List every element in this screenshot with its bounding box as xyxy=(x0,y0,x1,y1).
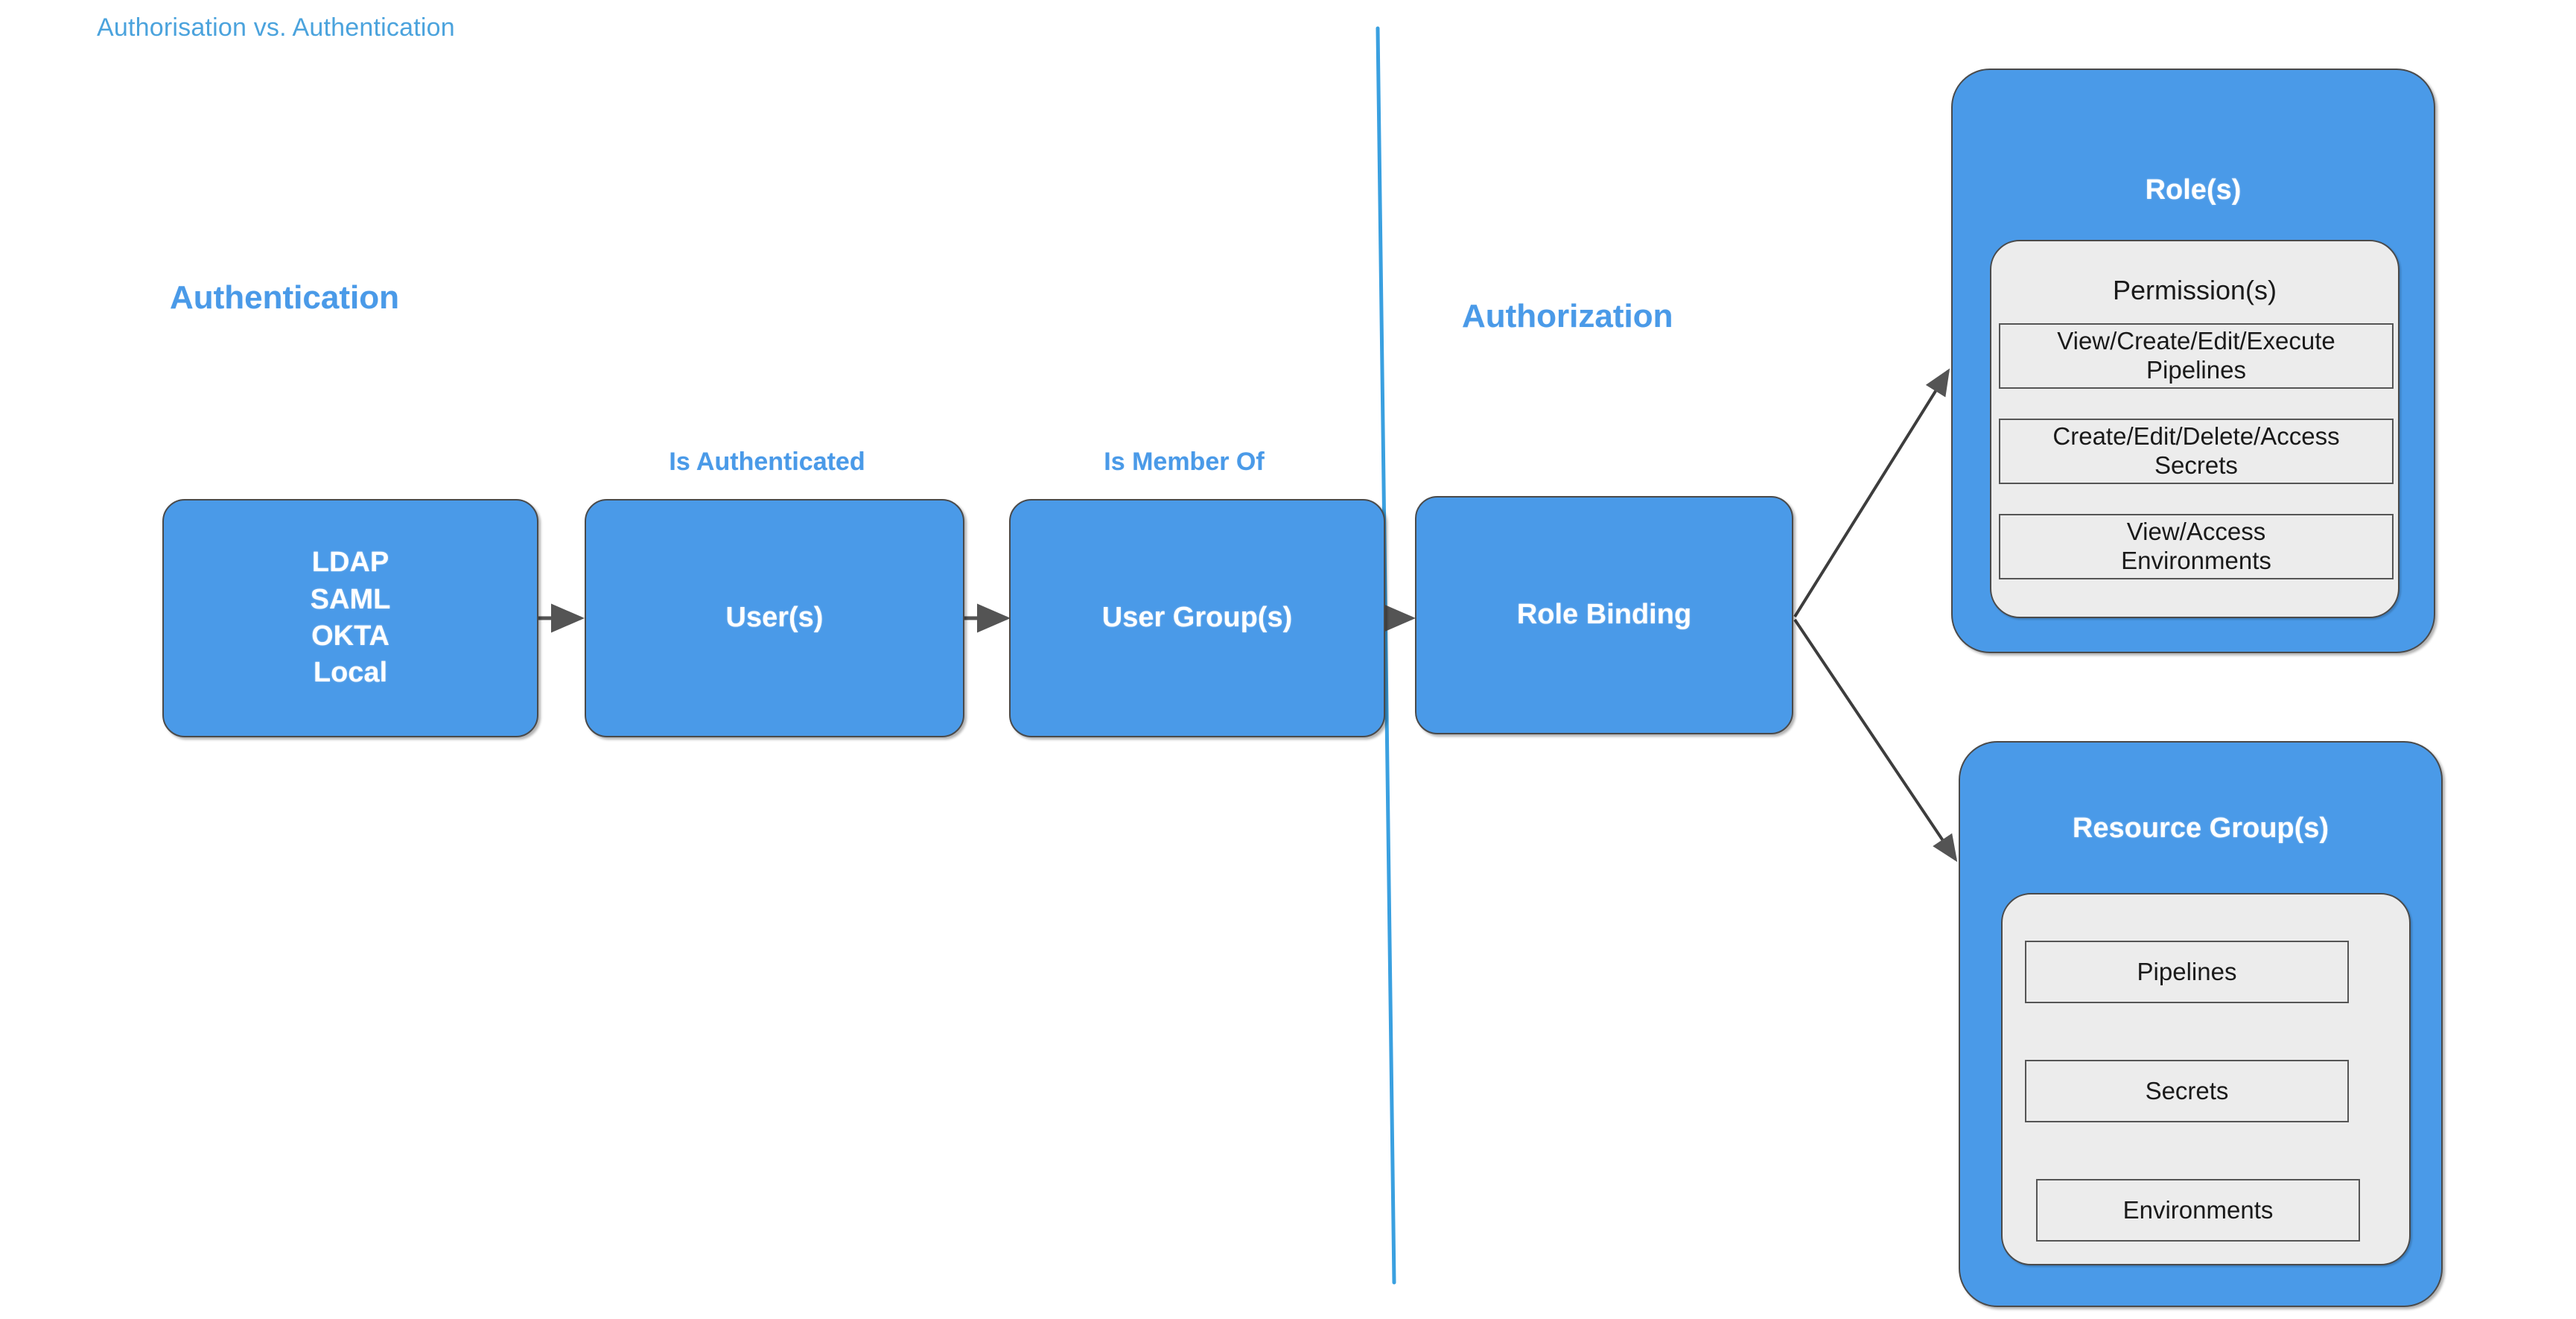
permission-chip[interactable]: View/Access Environments xyxy=(1999,514,2394,579)
panel-permissions: Permission(s) View/Create/Edit/Execute P… xyxy=(1990,240,2400,618)
flow-box-role-binding[interactable]: Role Binding xyxy=(1415,496,1793,734)
panel-roles[interactable]: Role(s) Permission(s) View/Create/Edit/E… xyxy=(1951,69,2435,653)
resource-chip[interactable]: Pipelines xyxy=(2025,941,2349,1003)
flow-box-identity-sources[interactable]: LDAP SAML OKTA Local xyxy=(162,499,538,737)
panel-resource-groups-title: Resource Group(s) xyxy=(2072,813,2329,844)
flow-box-user-groups-label: User Group(s) xyxy=(1101,602,1293,634)
flow-box-user-groups[interactable]: User Group(s) xyxy=(1009,499,1385,737)
flow-box-users-label: User(s) xyxy=(725,602,824,634)
page-title: Authorisation vs. Authentication xyxy=(97,13,455,42)
panel-resource-groups[interactable]: Resource Group(s) Pipelines Secrets Envi… xyxy=(1959,741,2443,1307)
panel-roles-title: Role(s) xyxy=(2145,174,2242,206)
flow-box-users[interactable]: User(s) xyxy=(585,499,964,737)
permission-chip[interactable]: View/Create/Edit/Execute Pipelines xyxy=(1999,323,2394,389)
section-heading-authorization: Authorization xyxy=(1462,298,1673,334)
resource-chip[interactable]: Environments xyxy=(2036,1179,2360,1242)
arrow-role-binding-to-resource-groups xyxy=(1793,618,1958,862)
flow-box-identity-sources-label: LDAP SAML OKTA Local xyxy=(310,547,391,689)
arrow-role-binding-to-roles xyxy=(1793,368,1950,618)
edge-label-is-member-of: Is Member Of xyxy=(1104,448,1265,476)
resource-chip[interactable]: Secrets xyxy=(2025,1060,2349,1122)
panel-resource-groups-inner: Pipelines Secrets Environments xyxy=(2001,893,2411,1265)
permission-chip[interactable]: Create/Edit/Delete/Access Secrets xyxy=(1999,419,2394,484)
edge-label-is-authenticated: Is Authenticated xyxy=(669,448,865,476)
panel-permissions-title: Permission(s) xyxy=(2112,275,2277,305)
section-heading-authentication: Authentication xyxy=(170,279,399,316)
flow-box-role-binding-label: Role Binding xyxy=(1516,599,1692,631)
